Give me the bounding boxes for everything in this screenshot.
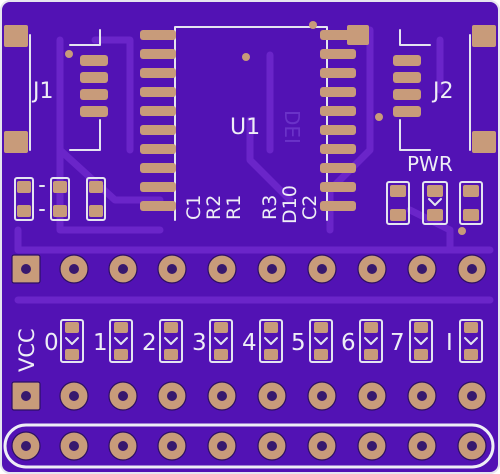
channel-label-0: 0	[44, 330, 59, 356]
component-labels: C1 R2 R1 R3 D10 C2	[183, 185, 321, 224]
pwr-led: PWR	[386, 152, 483, 225]
header-row-bottom	[3, 423, 495, 469]
connector-j1: J1	[29, 29, 108, 151]
header-row-top	[11, 254, 487, 284]
ghost-text: DEI	[280, 110, 304, 144]
vcc-label: VCC	[15, 328, 39, 372]
channel-label-4: 4	[242, 330, 257, 356]
r1-label: R1	[223, 195, 245, 220]
channel-label-7: 7	[390, 330, 405, 356]
pwr-label: PWR	[407, 152, 453, 176]
corner-pad-top-right	[472, 25, 496, 47]
connector-j2: J2	[393, 29, 471, 151]
corner-pad-right	[472, 131, 496, 153]
chip-u1: U1 DEI	[140, 26, 356, 221]
channel-label-1: 1	[93, 330, 108, 356]
vias	[65, 21, 466, 235]
channel-label-5: 5	[291, 330, 306, 356]
c1-label: C1	[183, 195, 205, 220]
left-smd-parts	[14, 177, 106, 221]
c2-label: C2	[299, 195, 321, 220]
r3-label: R3	[259, 195, 281, 220]
d10-label: D10	[279, 185, 301, 224]
channel-label-8: I	[446, 330, 453, 356]
channel-label-2: 2	[142, 330, 157, 356]
channel-label-3: 3	[192, 330, 207, 356]
channel-leds: 0 1 2 3 4 5 6 7	[44, 319, 483, 363]
corner-pad-top-left	[4, 25, 28, 47]
r2-label: R2	[203, 195, 225, 220]
copper-traces	[14, 26, 494, 304]
header-row-middle	[11, 381, 487, 411]
channel-label-6: 6	[341, 330, 356, 356]
j2-label: J2	[431, 79, 454, 104]
corner-pad-left	[4, 131, 28, 153]
u1-label: U1	[230, 115, 260, 140]
j1-label: J1	[31, 79, 54, 104]
